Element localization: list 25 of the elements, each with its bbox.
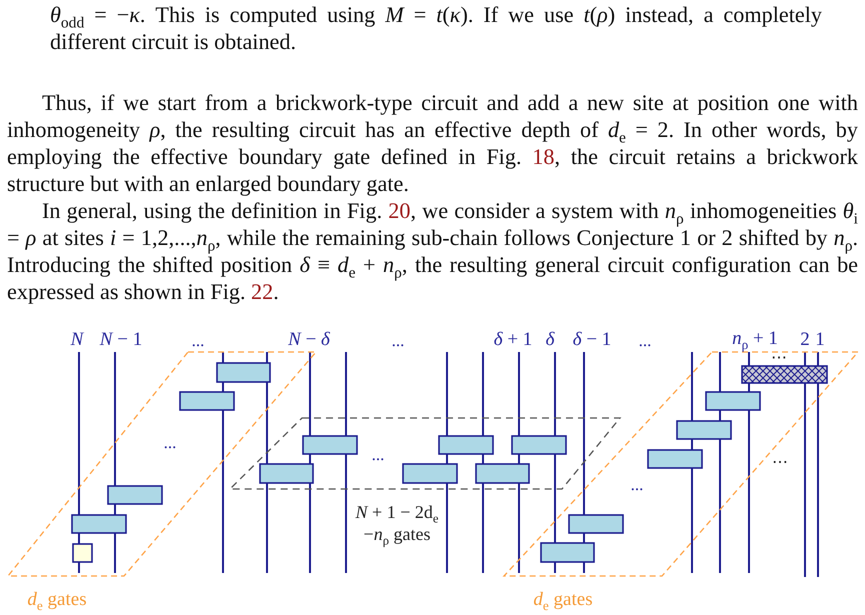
ellipsis: ⋯: [771, 354, 787, 362]
ellipsis: ...: [630, 475, 644, 495]
figure-link: 20: [388, 198, 410, 223]
ellipsis: ⋯: [772, 457, 788, 469]
ellipsis: ...: [392, 331, 404, 351]
gate-count-label: N + 1 − 2d$_{e}$ −n$_{ρ}$ gates: [354, 501, 440, 545]
gate-count-label: d$_{e}$ gates: [27, 590, 87, 610]
site-label: N − 1: [100, 330, 142, 350]
body-paragraph: In general, using the definition in Fig. 20, we consider a system with n$_{ρ}$ inhomogeneities θ$_{i}$ = ρ at sites i = 1,2,...,n$_{ρ}$, while the remaining sub-chain follows Conjecture 1 or 2 shifted by n$_{ρ}$. Introducing the shifted position δ ≡ d$_{e}$ + n$_{ρ}$, the resulting general circuit configuration can be expressed as shown in Fig. 22.: [7, 197, 858, 305]
site-label: 2: [800, 330, 810, 350]
site-label: δ: [546, 330, 554, 350]
site-label: N − δ: [288, 330, 330, 350]
site-label: 1: [815, 330, 825, 350]
figure-link: 18: [532, 144, 554, 169]
ellipsis: ...: [164, 433, 176, 453]
body-paragraph: Thus, if we start from a brickwork-type circuit and add a new site at position one with inhomogeneity ρ, the resulting circuit has an effective depth of d$_{e}$ = 2. In other words, by employing the effective boundary gate defined in Fig. 18, the circuit retains a brickwork structure but with an enlarged boundary gate.: [7, 89, 858, 197]
body-paragraph: θ$_{odd}$ = −κ. This is computed using M = t(κ). If we use t(ρ) instead, a completely different circuit is obtained.: [50, 1, 822, 55]
ellipsis: ...: [372, 445, 384, 465]
site-label: N: [70, 330, 84, 350]
figure-link: 22: [251, 279, 274, 304]
gate-count-label: d$_{e}$ gates: [533, 590, 593, 610]
ellipsis: ...: [192, 331, 204, 351]
site-label: δ − 1: [572, 330, 612, 350]
ellipsis: ...: [638, 331, 652, 351]
site-label: δ + 1: [494, 330, 532, 350]
